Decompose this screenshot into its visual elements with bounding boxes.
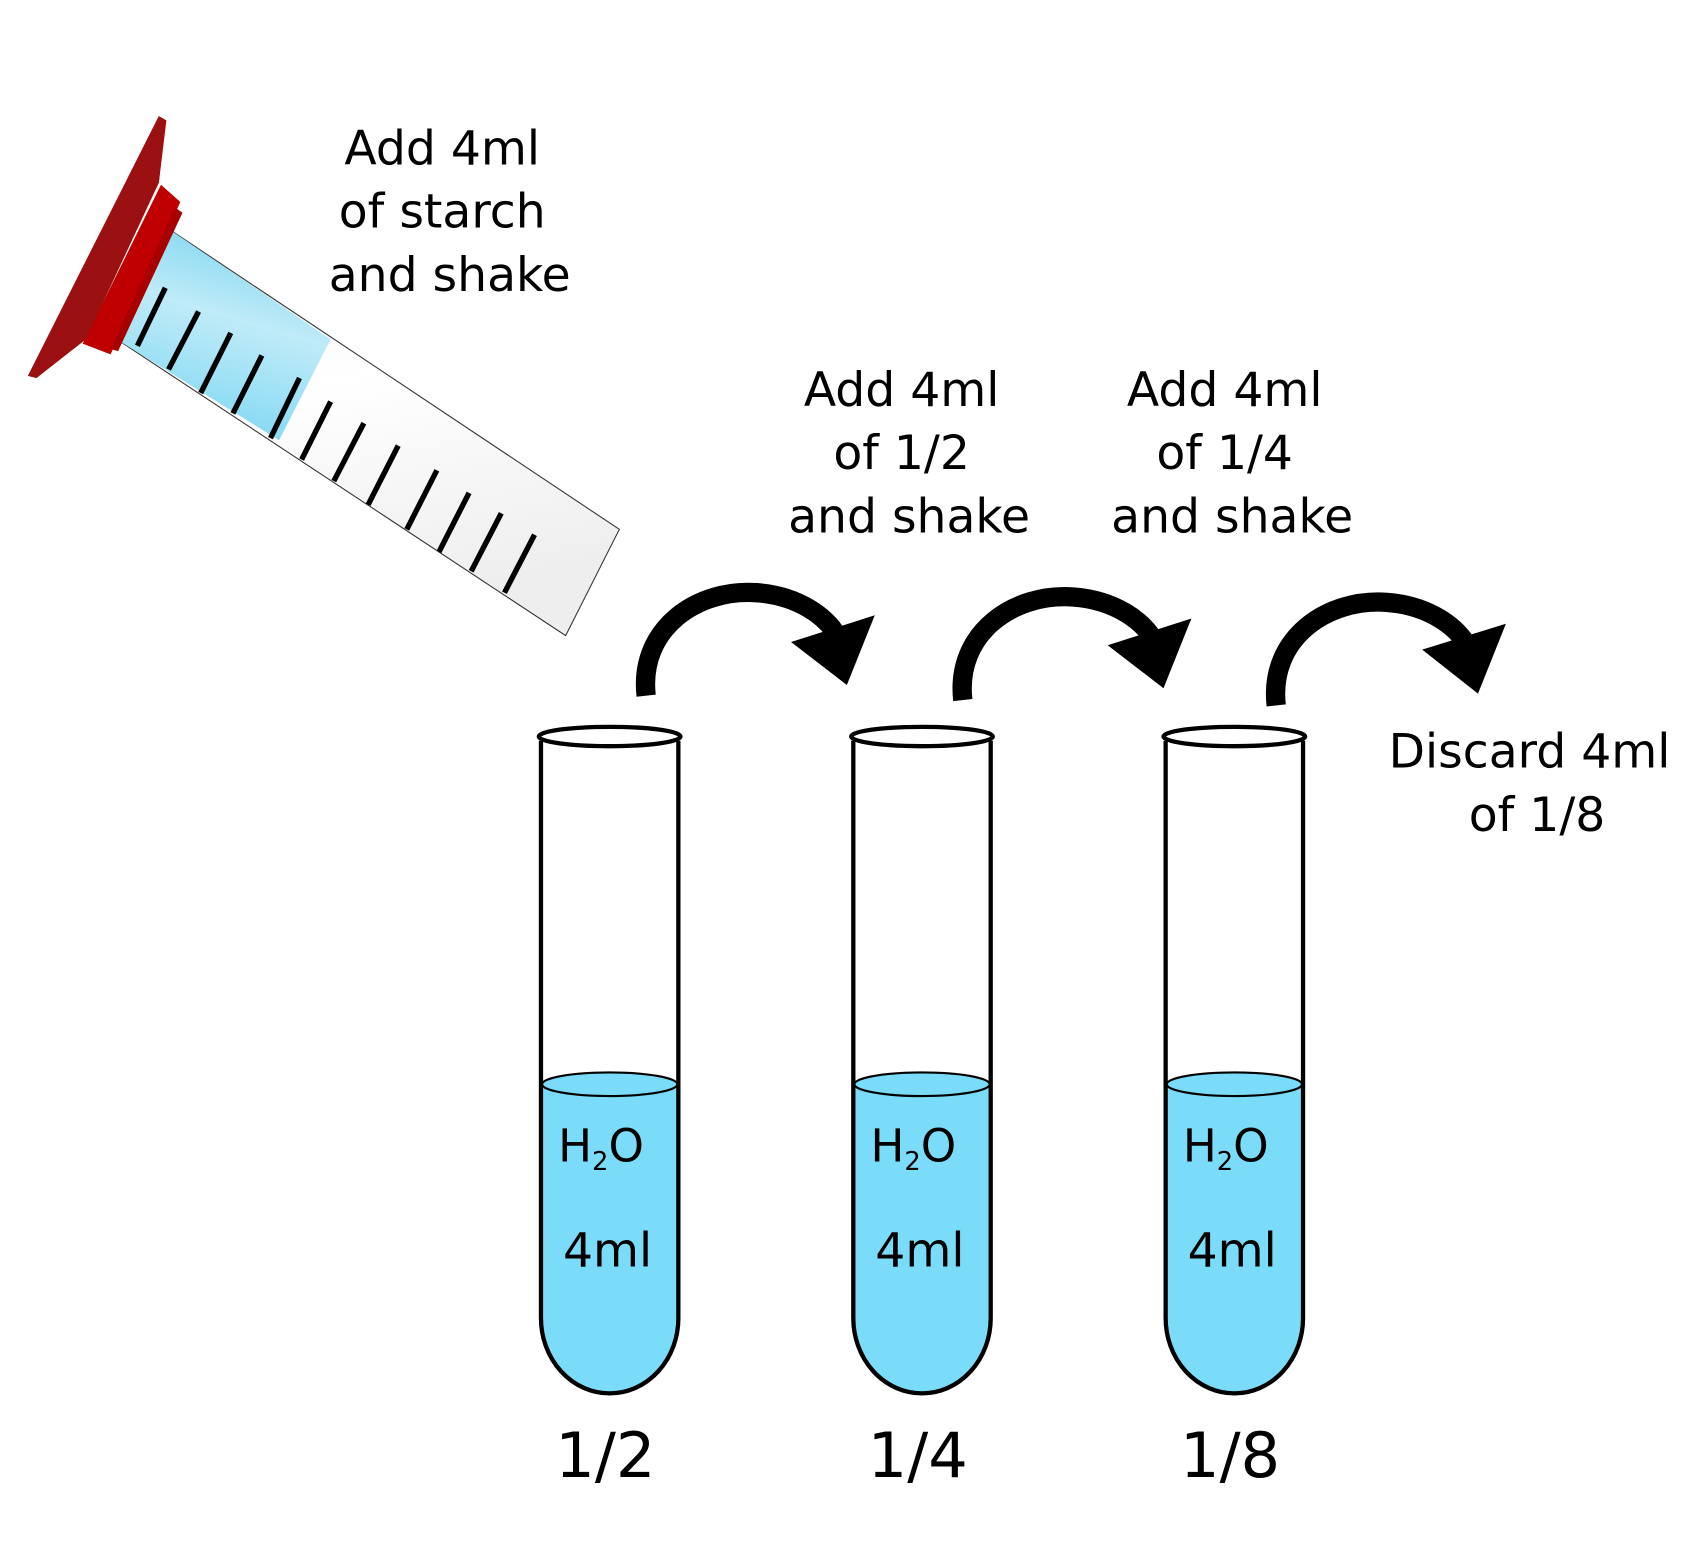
transfer-arrow-2 [952, 587, 1192, 702]
step-quarter-label: Add 4ml of 1/4 and shake [1111, 363, 1353, 545]
step-discard-label: Discard 4ml of 1/8 [1389, 725, 1683, 843]
transfer-arrow-1 [635, 582, 875, 697]
volume-label: 4ml [1188, 1224, 1277, 1279]
dilution-label: 1/8 [1180, 1419, 1280, 1492]
plunger-ring [110, 207, 183, 352]
syringe [27, 116, 621, 637]
test-tube-2: H2O 4ml 1/4 [849, 724, 995, 1492]
test-tube-1: H2O 4ml 1/2 [536, 724, 683, 1492]
volume-label: 4ml [875, 1224, 964, 1279]
dilution-label: 1/2 [555, 1419, 655, 1492]
plunger-flange-shade [27, 116, 166, 379]
dilution-label: 1/4 [868, 1419, 968, 1492]
plunger-collar [82, 184, 181, 355]
discard-arrow [1265, 592, 1506, 707]
test-tube-3: H2O 4ml 1/8 [1161, 724, 1308, 1492]
step-half-label: Add 4ml of 1/2 and shake [788, 363, 1030, 545]
water-label: H2O [558, 1120, 644, 1178]
volume-label: 4ml [563, 1224, 652, 1279]
water-label: H2O [870, 1120, 956, 1178]
syringe-graduations [134, 286, 537, 594]
step-starch-label: Add 4ml of starch and shake [329, 121, 571, 303]
syringe-liquid [120, 230, 331, 441]
water-label: H2O [1183, 1120, 1269, 1178]
